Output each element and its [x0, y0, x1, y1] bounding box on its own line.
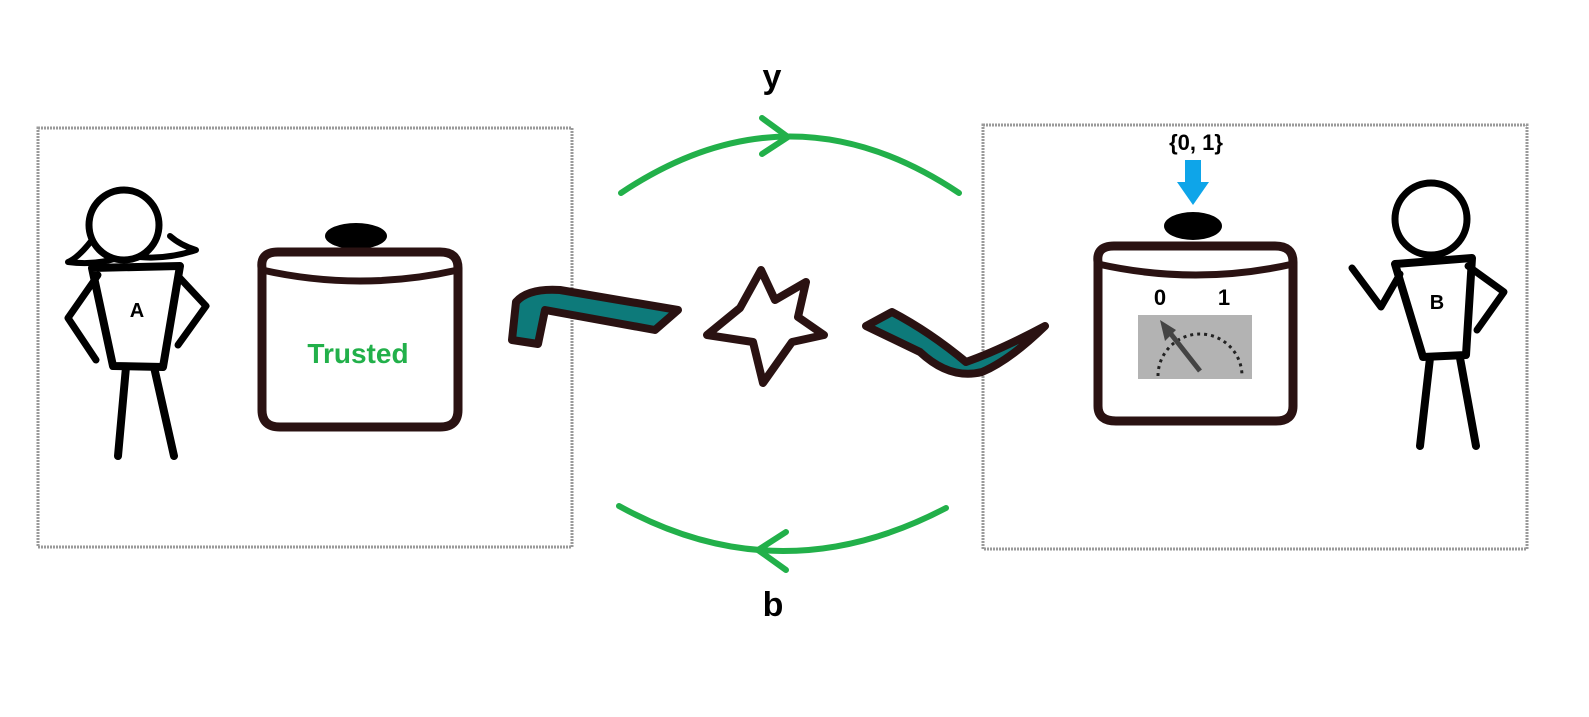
bottom-arrow [616, 503, 949, 573]
trusted-label: Trusted [307, 338, 408, 369]
input-set-label: {0, 1} [1169, 130, 1223, 155]
trusted-device [257, 223, 463, 432]
left-channel [508, 285, 682, 348]
right-lab-frame [981, 123, 1529, 551]
right-channel [862, 308, 1049, 378]
person-b-label: B [1430, 292, 1444, 314]
bottom-arrow-label: b [763, 586, 784, 624]
meter-gauge [1138, 315, 1252, 379]
person-a-label: A [130, 300, 144, 322]
star-icon [703, 266, 828, 387]
top-arrow-label: y [763, 58, 782, 96]
meter-needle [1165, 327, 1202, 373]
left-lab-frame [36, 126, 574, 549]
meter-one-label: 1 [1218, 285, 1230, 310]
person-a [64, 186, 210, 460]
meter-zero-label: 0 [1154, 285, 1166, 310]
top-arrow [618, 115, 962, 196]
person-b [1348, 179, 1508, 450]
input-arrow [1177, 160, 1209, 205]
